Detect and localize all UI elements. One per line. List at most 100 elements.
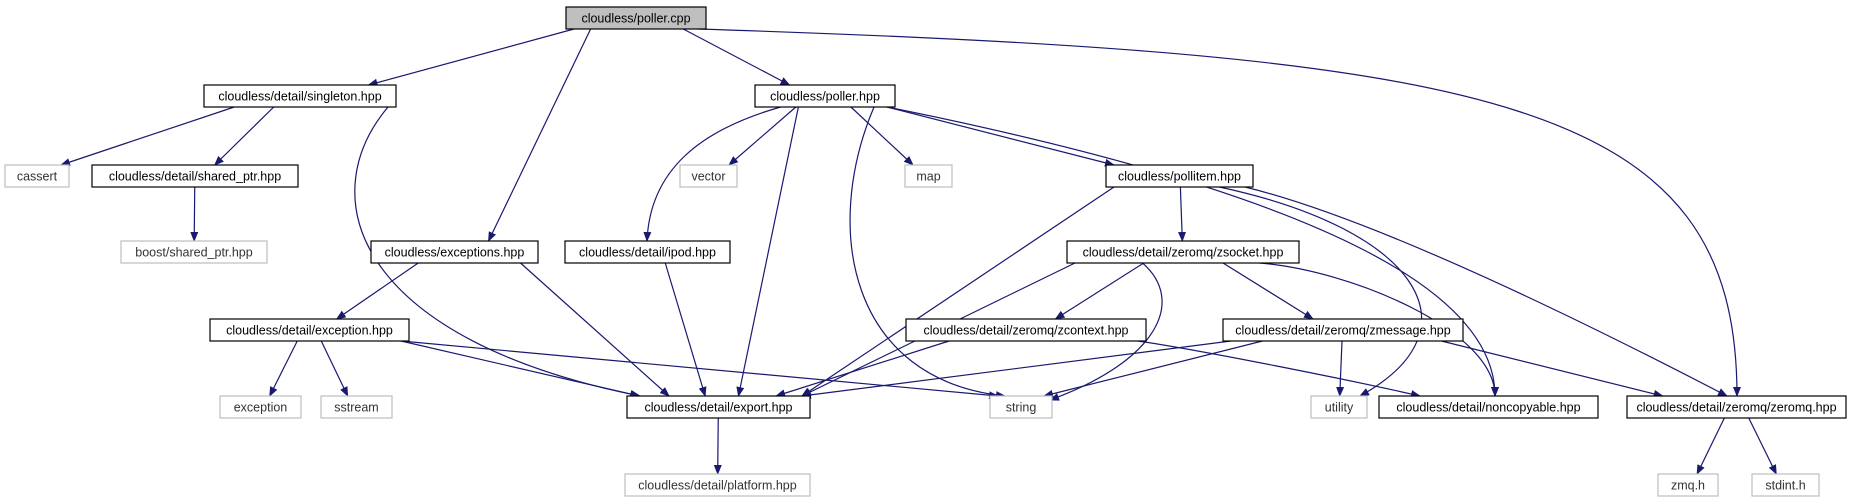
node-exception[interactable]: cloudless/detail/exception.hpp (209, 318, 410, 342)
node-label: string (1006, 401, 1037, 415)
node-label: cloudless/detail/zeromq/zsocket.hpp (1083, 246, 1284, 260)
node-string: string (989, 395, 1053, 419)
node-box (370, 240, 539, 264)
node-box (219, 395, 302, 419)
edge-singleton-to-cassert (60, 106, 235, 166)
node-box (4, 164, 70, 188)
node-box (1751, 473, 1820, 497)
node-box (1066, 240, 1300, 264)
node-label: cloudless/detail/zeromq/zmessage.hpp (1235, 324, 1450, 338)
node-poller_hpp[interactable]: cloudless/poller.hpp (754, 84, 896, 108)
node-box (203, 84, 397, 108)
edge-zcontext-to-noncopyable (1137, 340, 1421, 398)
node-label: vector (691, 170, 725, 184)
node-box (1657, 473, 1719, 497)
node-platform: cloudless/detail/platform.hpp (624, 473, 811, 497)
edge-poller_hpp-to-export (736, 106, 799, 397)
node-export[interactable]: cloudless/detail/export.hpp (626, 395, 811, 419)
edge-exception-to-sstream (320, 340, 349, 397)
node-box (91, 164, 299, 188)
node-label: cloudless/detail/zeromq/zcontext.hpp (924, 324, 1129, 338)
node-label: map (916, 170, 940, 184)
node-box (989, 395, 1053, 419)
node-label: cloudless/detail/singleton.hpp (218, 90, 381, 104)
node-box (626, 395, 811, 419)
edge-pollitem-to-zeromq (1244, 186, 1728, 397)
edge-poller_cpp-to-zeromq (697, 28, 1741, 397)
node-box (320, 395, 393, 419)
node-box (754, 84, 896, 108)
edges-layer (60, 28, 1777, 475)
node-noncopyable[interactable]: cloudless/detail/noncopyable.hpp (1378, 395, 1599, 419)
node-label: cloudless/poller.cpp (581, 12, 690, 26)
edge-pollitem-to-export (801, 186, 1115, 397)
edge-zmessage-to-zeromq (1441, 340, 1664, 398)
node-shared_ptr[interactable]: cloudless/detail/shared_ptr.hpp (91, 164, 299, 188)
node-exceptions[interactable]: cloudless/exceptions.hpp (370, 240, 539, 264)
node-stdint_h: stdint.h (1751, 473, 1820, 497)
nodes-layer: cloudless/poller.cpp cloudless/detail/sin… (4, 6, 1847, 497)
node-utility: utility (1310, 395, 1368, 419)
node-box (120, 240, 268, 264)
node-zcontext[interactable]: cloudless/detail/zeromq/zcontext.hpp (905, 318, 1147, 342)
edge-zcontext-to-export (775, 340, 950, 398)
node-label: cloudless/detail/zeromq/zeromq.hpp (1636, 401, 1836, 415)
node-label: exception (234, 401, 288, 415)
edge-poller_hpp-to-ipod (643, 106, 781, 242)
node-label: utility (1325, 401, 1354, 415)
node-box (1626, 395, 1847, 419)
node-zeromq[interactable]: cloudless/detail/zeromq/zeromq.hpp (1626, 395, 1847, 419)
node-exception_std: exception (219, 395, 302, 419)
edge-exceptions-to-exception (335, 262, 419, 320)
edge-poller_hpp-to-string (849, 106, 1006, 400)
node-map: map (904, 164, 953, 188)
node-sstream: sstream (320, 395, 393, 419)
node-cassert: cassert (4, 164, 70, 188)
edge-poller_hpp-to-map (850, 106, 914, 166)
edge-singleton-to-export (354, 106, 641, 399)
edge-poller_hpp-to-vector (728, 106, 797, 166)
node-label: cloudless/exceptions.hpp (385, 246, 525, 260)
edge-zsocket-to-zmessage (1222, 262, 1314, 320)
node-box (1378, 395, 1599, 419)
node-label: cloudless/detail/ipod.hpp (579, 246, 716, 260)
edge-exception-to-string (400, 340, 999, 400)
edge-poller_hpp-to-noncopyable (886, 106, 1499, 397)
edge-shared_ptr-to-boost_shared_ptr (190, 186, 199, 242)
node-box (1222, 318, 1464, 342)
node-poller_cpp[interactable]: cloudless/poller.cpp (565, 6, 707, 30)
edge-zmessage-to-export (801, 340, 1232, 399)
edge-zeromq-to-zmq_h (1696, 417, 1725, 475)
edge-poller_cpp-to-exceptions (487, 28, 592, 242)
node-label: cloudless/pollitem.hpp (1118, 170, 1241, 184)
node-label: boost/shared_ptr.hpp (135, 246, 252, 260)
node-boost_shared_ptr: boost/shared_ptr.hpp (120, 240, 268, 264)
edge-singleton-to-shared_ptr (213, 106, 275, 166)
node-label: cloudless/detail/noncopyable.hpp (1396, 401, 1580, 415)
node-box (565, 6, 707, 30)
node-zsocket[interactable]: cloudless/detail/zeromq/zsocket.hpp (1066, 240, 1300, 264)
edge-zeromq-to-stdint_h (1748, 417, 1777, 475)
node-ipod[interactable]: cloudless/detail/ipod.hpp (564, 240, 731, 264)
edge-zmessage-to-string (1043, 340, 1263, 398)
edge-zsocket-to-string (1049, 262, 1163, 401)
node-label: cloudless/detail/shared_ptr.hpp (109, 170, 281, 184)
node-label: cloudless/poller.hpp (770, 90, 880, 104)
edge-exception-to-export (400, 340, 641, 398)
node-singleton[interactable]: cloudless/detail/singleton.hpp (203, 84, 397, 108)
edge-export-to-platform (713, 417, 722, 475)
edge-zmessage-to-utility (1336, 340, 1345, 397)
edge-poller_cpp-to-poller_hpp (682, 28, 791, 86)
edge-exception-to-exception_std (269, 340, 298, 397)
edge-pollitem-to-utility (1219, 186, 1422, 397)
edge-poller_cpp-to-singleton (367, 28, 575, 87)
node-zmessage[interactable]: cloudless/detail/zeromq/zmessage.hpp (1222, 318, 1464, 342)
node-label: zmq.h (1671, 479, 1705, 493)
node-pollitem[interactable]: cloudless/pollitem.hpp (1105, 164, 1254, 188)
node-label: stdint.h (1765, 479, 1805, 493)
node-box (679, 164, 738, 188)
node-label: sstream (334, 401, 378, 415)
node-box (905, 318, 1147, 342)
node-box (904, 164, 953, 188)
